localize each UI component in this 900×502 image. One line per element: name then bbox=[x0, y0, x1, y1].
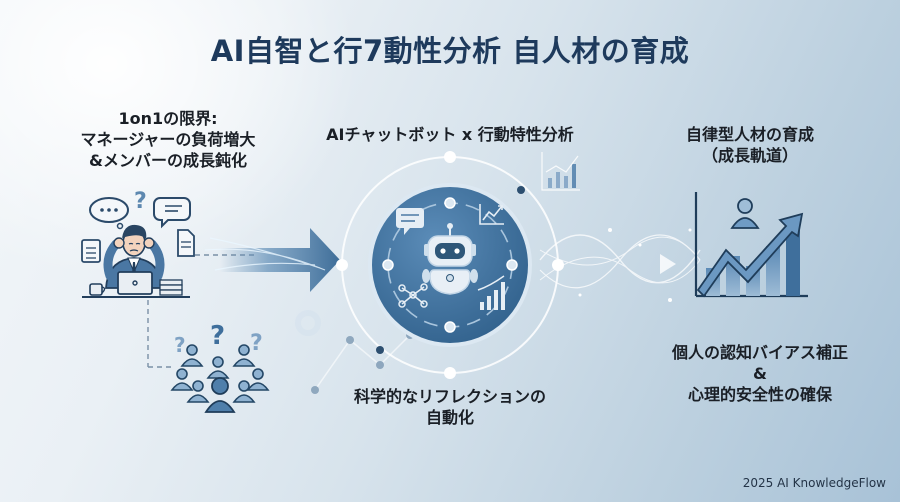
right-heading-line2: （成長軌道） bbox=[701, 146, 798, 165]
center-caption-line2: 自動化 bbox=[425, 408, 474, 427]
bar-chart-icon bbox=[477, 275, 505, 310]
network-icon bbox=[398, 283, 428, 308]
center-caption: 科学的なリフレクションの 自動化 bbox=[330, 386, 570, 428]
left-heading-line3: &メンバーの成長鈍化 bbox=[89, 151, 247, 170]
ai-robot-icon bbox=[422, 223, 478, 295]
chat-bubble-icon bbox=[396, 208, 424, 235]
donut-chart-icon bbox=[295, 310, 321, 336]
mini-bar-chart-icon bbox=[541, 152, 580, 191]
light-stream bbox=[539, 228, 701, 302]
growth-chart-icon bbox=[694, 192, 808, 298]
stressed-manager-icon: ? bbox=[81, 189, 195, 298]
right-heading: 自律型人材の育成 （成長軌道） bbox=[650, 124, 850, 166]
ai-hub-diagram bbox=[295, 151, 580, 394]
left-heading-line2: マネージャーの負荷増大 bbox=[80, 130, 256, 149]
svg-text:?: ? bbox=[174, 333, 186, 357]
flow-arrow-left bbox=[204, 228, 340, 292]
right-caption-line1: 個人の認知バイアス補正 bbox=[671, 343, 848, 362]
right-heading-line1: 自律型人材の育成 bbox=[685, 125, 814, 144]
svg-text:?: ? bbox=[210, 321, 225, 351]
left-heading: 1on1の限界: マネージャーの負荷増大 &メンバーの成長鈍化 bbox=[58, 108, 278, 171]
footer-credit: 2025 AI KnowledgeFlow bbox=[742, 476, 886, 490]
center-caption-line1: 科学的なリフレクションの bbox=[353, 387, 546, 406]
person-icon bbox=[730, 198, 760, 229]
confused-team-icon: ? ? ? bbox=[170, 321, 270, 413]
trend-chart-icon bbox=[479, 204, 504, 225]
right-caption: 個人の認知バイアス補正 & 心理的安全性の確保 bbox=[640, 342, 880, 405]
svg-text:?: ? bbox=[134, 189, 147, 214]
svg-text:?: ? bbox=[250, 331, 263, 356]
page-title: AI自智と行7動性分析 自人材の育成 bbox=[210, 34, 690, 68]
left-heading-line1: 1on1の限界: bbox=[118, 109, 218, 128]
center-heading: AIチャットボット x 行動特性分析 bbox=[326, 125, 574, 144]
right-caption-line2: & bbox=[753, 364, 767, 383]
right-caption-line3: 心理的安全性の確保 bbox=[687, 385, 832, 404]
